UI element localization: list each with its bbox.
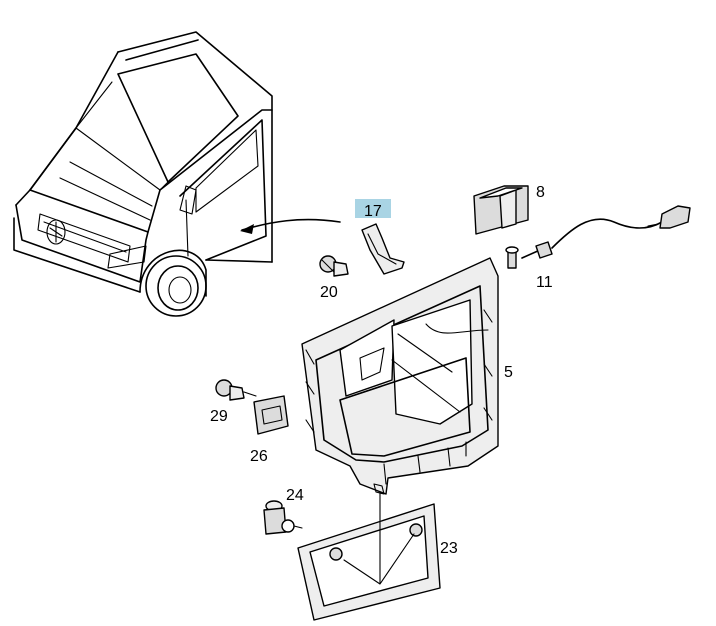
part-label-17[interactable]: 17 (364, 203, 382, 220)
part-label-26[interactable]: 26 (250, 448, 268, 465)
part-23-trim-strip[interactable] (297, 491, 441, 621)
part-label-23[interactable]: 23 (440, 540, 458, 557)
part-17-highlight (355, 199, 391, 218)
part-24-plug[interactable] (263, 500, 303, 535)
part-label-8[interactable]: 8 (536, 184, 545, 201)
part-label-5[interactable]: 5 (504, 364, 513, 381)
part-20-clip[interactable] (319, 255, 349, 277)
part-11-cable[interactable] (505, 205, 691, 269)
part-label-29[interactable]: 29 (210, 408, 228, 425)
part-label-20[interactable]: 20 (320, 284, 338, 301)
part-26-nut-plate[interactable] (253, 395, 289, 435)
part-17-bracket[interactable] (361, 223, 405, 275)
part-29-screw[interactable] (215, 379, 257, 401)
part-5-door-panel[interactable] (301, 257, 499, 495)
part-label-24[interactable]: 24 (286, 487, 304, 504)
van-illustration (13, 31, 341, 317)
part-8-cover[interactable] (473, 185, 529, 235)
part-label-11[interactable]: 11 (536, 274, 553, 291)
